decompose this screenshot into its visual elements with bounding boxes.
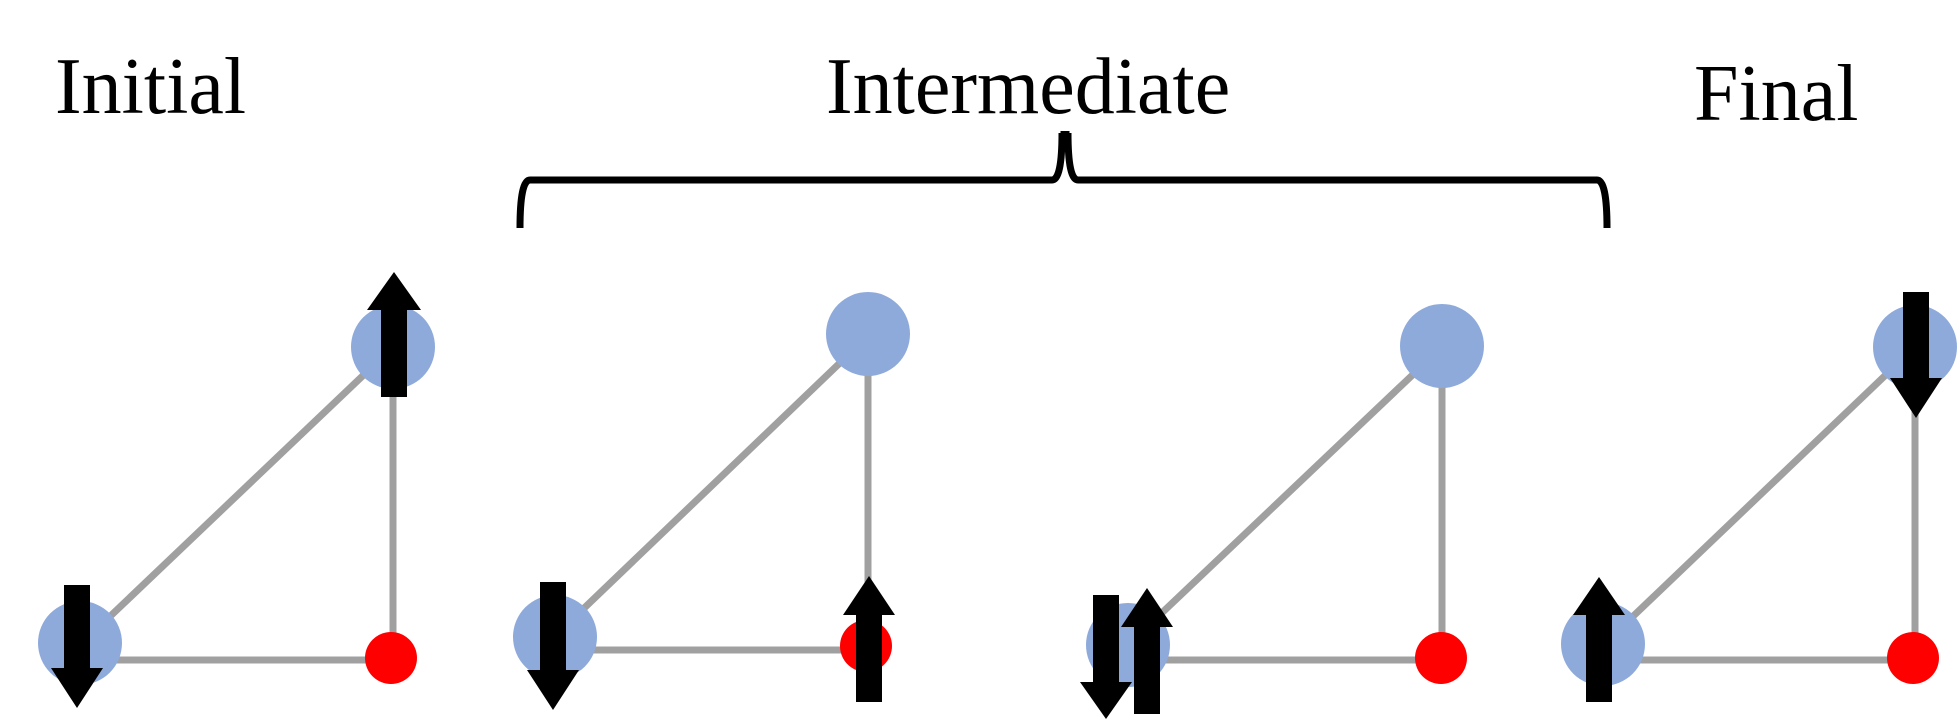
- spin-down-arrow: [1890, 292, 1942, 418]
- configuration-final: [1561, 292, 1957, 702]
- configuration-initial: [38, 272, 435, 708]
- spin-down-arrow: [1080, 595, 1132, 719]
- spin-up-arrow: [367, 272, 421, 397]
- site-bottom-right: [365, 632, 417, 684]
- configuration-intermediate-1: [513, 292, 910, 710]
- bond-diagonal: [1125, 344, 1445, 648]
- configuration-intermediate-2: [1080, 304, 1484, 719]
- site-bottom-right: [1887, 632, 1939, 684]
- spin-up-arrow: [1573, 577, 1625, 702]
- spin-up-arrow: [843, 576, 895, 702]
- spin-up-arrow: [1121, 588, 1173, 714]
- site-top-right: [826, 292, 910, 376]
- bond-diagonal: [552, 333, 871, 639]
- bond-diagonal: [1600, 344, 1918, 648]
- spin-down-arrow: [527, 582, 579, 710]
- spin-down-arrow: [51, 585, 103, 708]
- site-bottom-right: [1415, 632, 1467, 684]
- label-final: Final: [1694, 50, 1858, 138]
- intermediate-bracket: [516, 132, 1611, 229]
- bond-diagonal: [77, 344, 396, 648]
- label-intermediate: Intermediate: [826, 43, 1230, 131]
- site-top-right: [1400, 304, 1484, 388]
- label-initial: Initial: [55, 43, 246, 131]
